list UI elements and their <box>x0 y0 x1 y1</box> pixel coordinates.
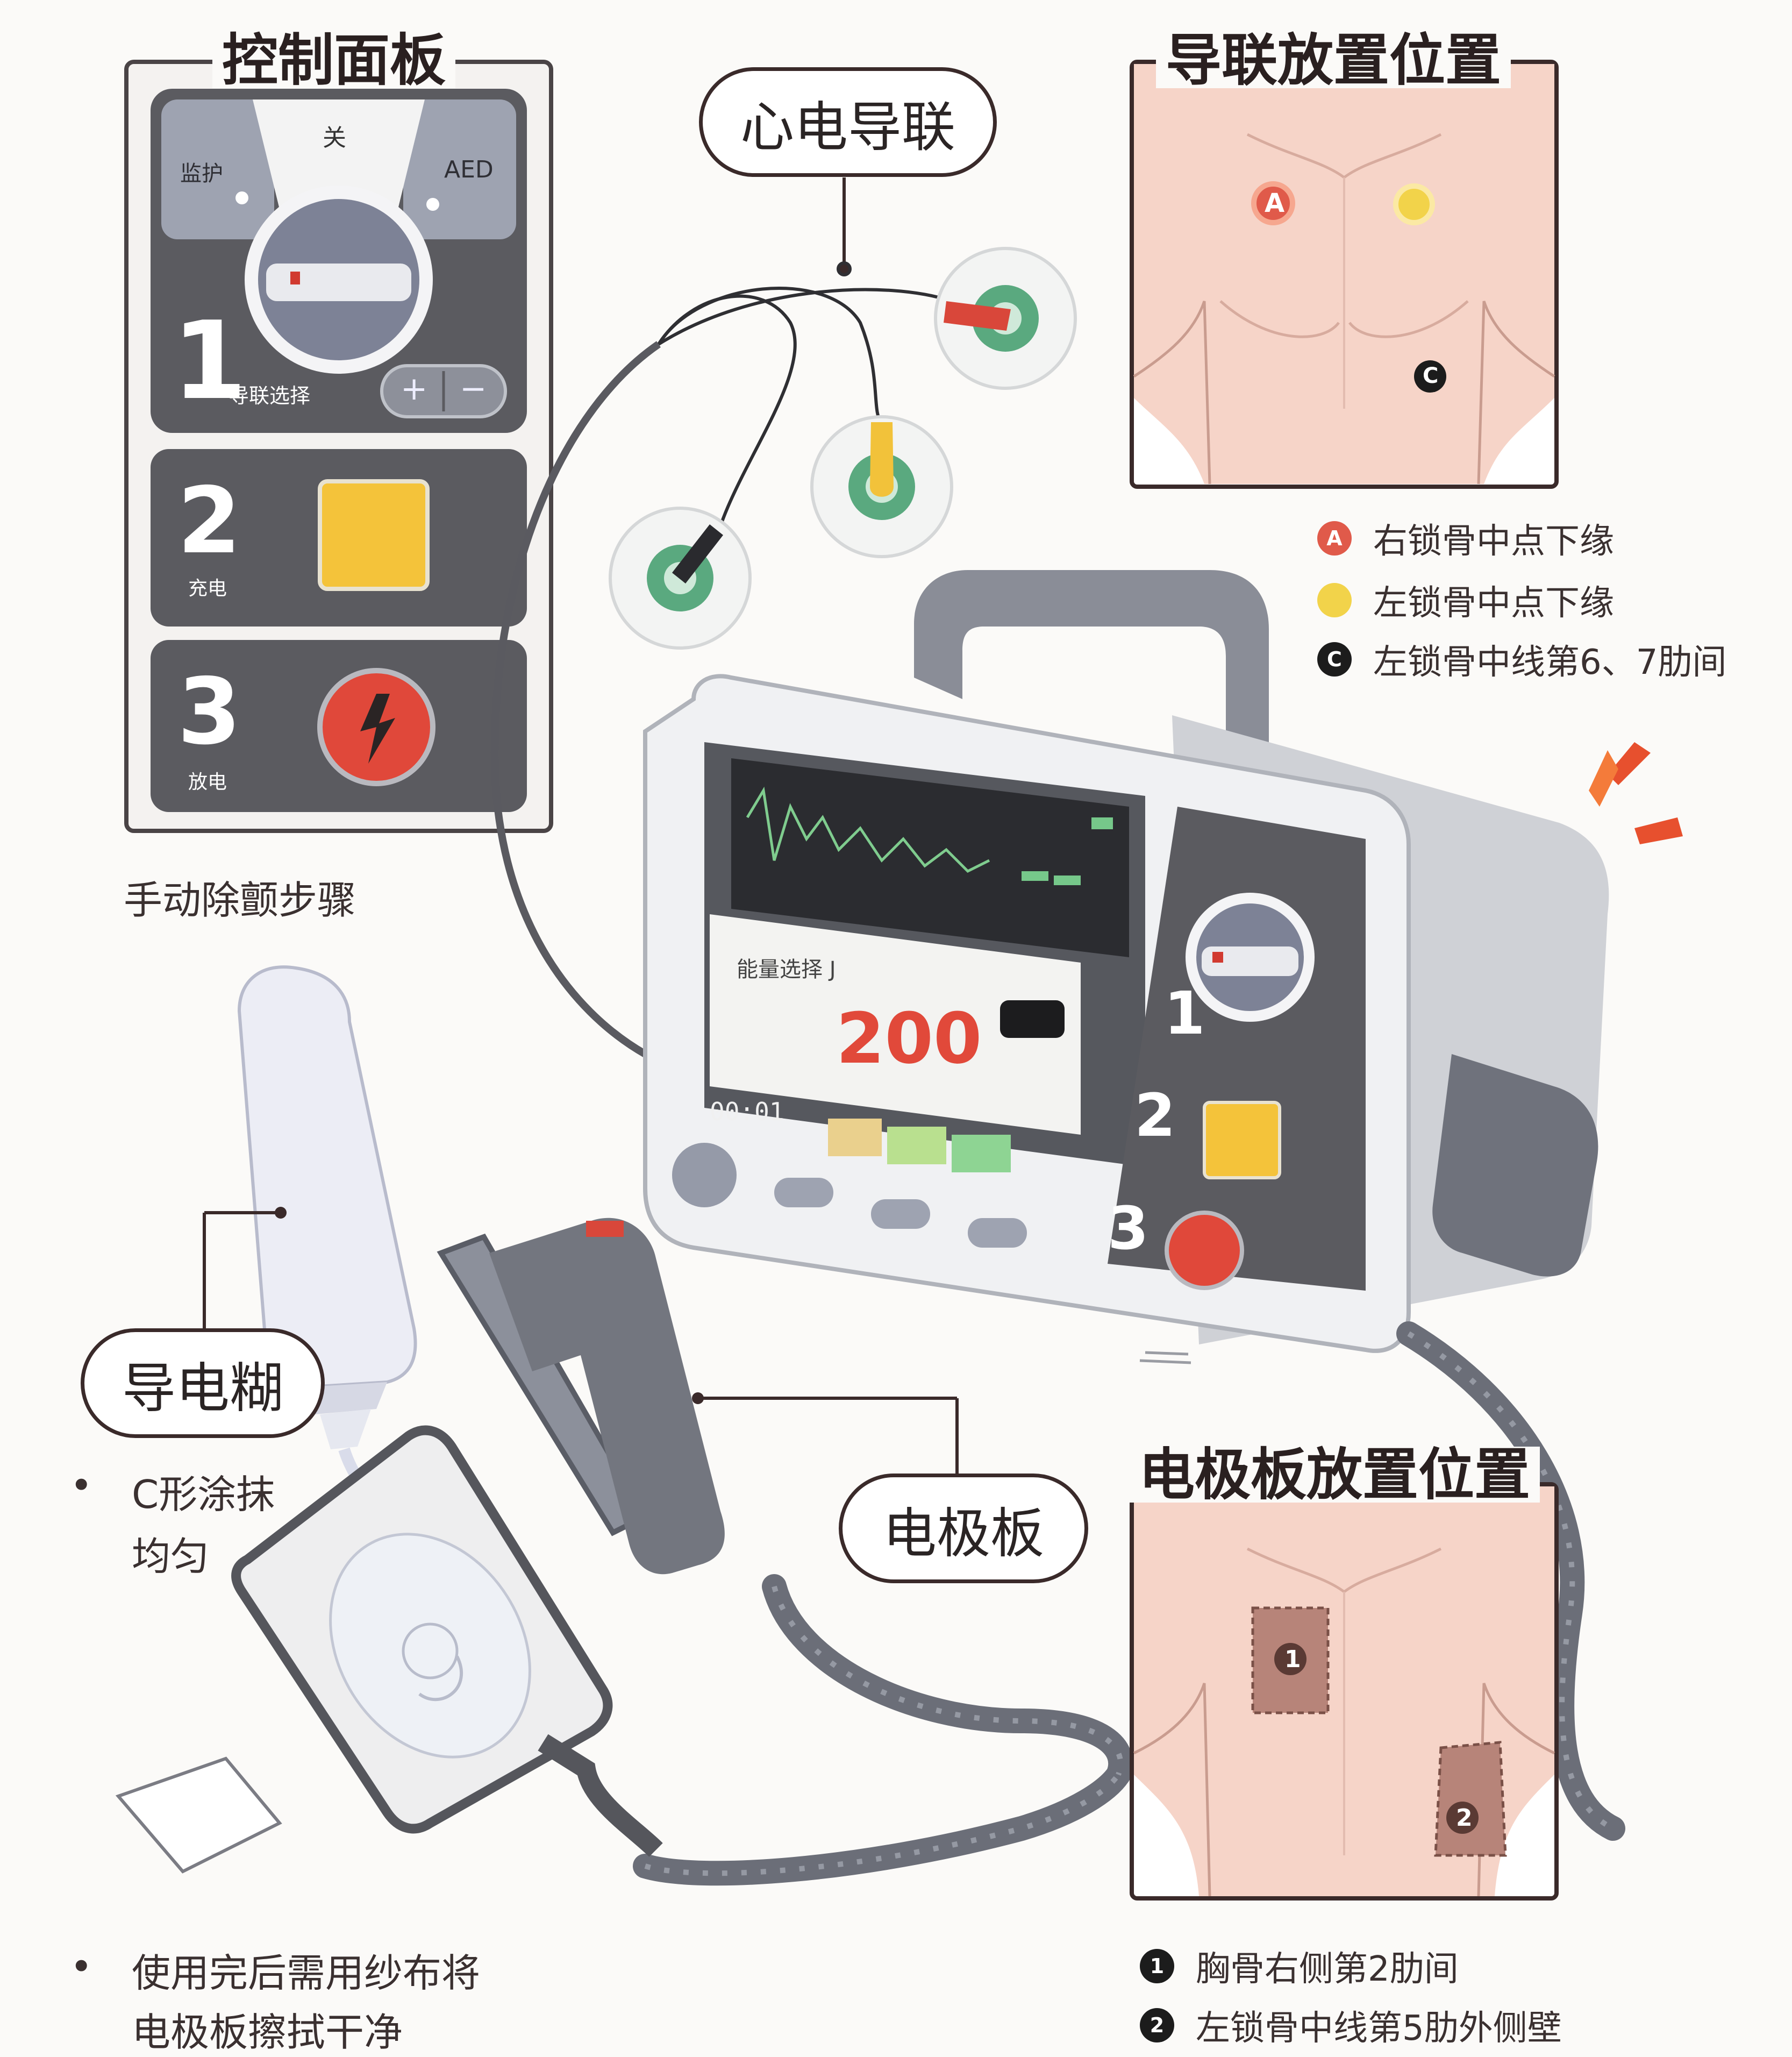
lead-legend-text-2: 左锁骨中点下缘 <box>1373 583 1614 623</box>
cable-coil-highlights <box>644 1331 1615 1876</box>
step2-number: 2 <box>177 468 241 574</box>
paddle-callout-label: 电极板 <box>883 1501 1044 1565</box>
pad-legend-marker-2: 2 <box>1140 2008 1174 2042</box>
pad-placement-chest <box>1130 1482 1559 1901</box>
lead-legend-text-1: 右锁骨中点下缘 <box>1373 522 1614 561</box>
pad-legend-text-1: 胸骨右侧第2肋间 <box>1196 1949 1459 1989</box>
ecg-leads-callout-label: 心电导联 <box>740 95 955 159</box>
cleanup-note-line2: 电极板擦拭干净 <box>132 2010 403 2055</box>
gauze-pad <box>115 1756 282 1874</box>
cleanup-note-bullet: • <box>70 1944 93 1989</box>
monitor-label: 监护 <box>180 161 223 186</box>
cable-plug <box>1432 1054 1598 1277</box>
lead-legend-row-2: 左锁骨中点下缘 <box>1317 575 1614 625</box>
step3-label: 放电 <box>188 771 227 793</box>
pad-placement-heading: 电极板放置位置 <box>1129 1447 1540 1503</box>
pad-marker-1: 1 <box>1284 1646 1301 1673</box>
energy-label: 能量选择 J <box>737 957 836 982</box>
pad-legend-text-2: 左锁骨中线第5肋外侧壁 <box>1196 2009 1562 2048</box>
gel-callout: 导电糊 <box>81 1328 325 1438</box>
paddle-plate <box>231 1425 663 1857</box>
gel-note-line1: C形涂抹 <box>132 1472 275 1517</box>
device-step3-number: 3 <box>1108 1194 1149 1263</box>
aed-label: AED <box>444 156 494 183</box>
lead-legend-text-3: 左锁骨中线第6、7肋间 <box>1373 643 1727 682</box>
pad-legend-row-1: 1 胸骨右侧第2肋间 <box>1140 1941 1459 1991</box>
step1-label: 导联选择 <box>229 384 311 408</box>
lead-legend-row-3: C 左锁骨中线第6、7肋间 <box>1317 635 1726 684</box>
device-step2-number: 2 <box>1134 1081 1176 1150</box>
lead-legend-marker-3: C <box>1317 642 1352 677</box>
lead-placement-chest <box>1130 60 1559 489</box>
control-panel-caption: 手动除颤步骤 <box>124 878 356 923</box>
device-step1-number: 1 <box>1164 979 1205 1048</box>
off-label: 关 <box>323 124 346 152</box>
ecg-electrode-red <box>934 247 1077 390</box>
energy-value: 200 <box>836 998 982 1079</box>
step2-label: 充电 <box>188 578 227 600</box>
ecg-lead-wires <box>490 177 952 1058</box>
lead-marker-c: C <box>1423 364 1439 388</box>
step1-number: 1 <box>172 298 247 424</box>
ecg-leads-callout: 心电导联 <box>699 67 997 177</box>
pad-legend-marker-1: 1 <box>1140 1949 1174 1983</box>
gel-callout-label: 导电糊 <box>122 1356 283 1420</box>
gel-note-line2: 均匀 <box>132 1534 210 1579</box>
plus-symbol[interactable]: + <box>401 370 428 408</box>
pad-marker-2: 2 <box>1456 1804 1473 1832</box>
device-time: 00:01 <box>710 1097 784 1126</box>
ecg-electrode-black <box>609 507 752 650</box>
control-panel-heading: 控制面板 <box>212 32 456 88</box>
ecg-electrode-yellow <box>810 415 953 558</box>
lead-legend-marker-2 <box>1317 583 1352 617</box>
paddle-callout: 电极板 <box>839 1474 1088 1583</box>
control-panel-illustration <box>124 60 553 833</box>
handheld-paddle <box>437 1218 959 1575</box>
lead-placement-heading: 导联放置位置 <box>1156 32 1511 88</box>
lead-legend-marker-1: A <box>1317 521 1352 556</box>
pad-legend-row-2: 2 左锁骨中线第5肋外侧壁 <box>1140 2001 1562 2050</box>
defibrillator-device <box>643 570 1683 1364</box>
lead-marker-a: A <box>1265 188 1285 218</box>
gel-note-bullet: • <box>70 1463 93 1508</box>
minus-symbol[interactable]: − <box>460 370 487 408</box>
cleanup-note-line1: 使用完后需用纱布将 <box>132 1951 481 1996</box>
lead-legend-row-1: A 右锁骨中点下缘 <box>1317 514 1614 563</box>
step3-number: 3 <box>177 659 241 765</box>
